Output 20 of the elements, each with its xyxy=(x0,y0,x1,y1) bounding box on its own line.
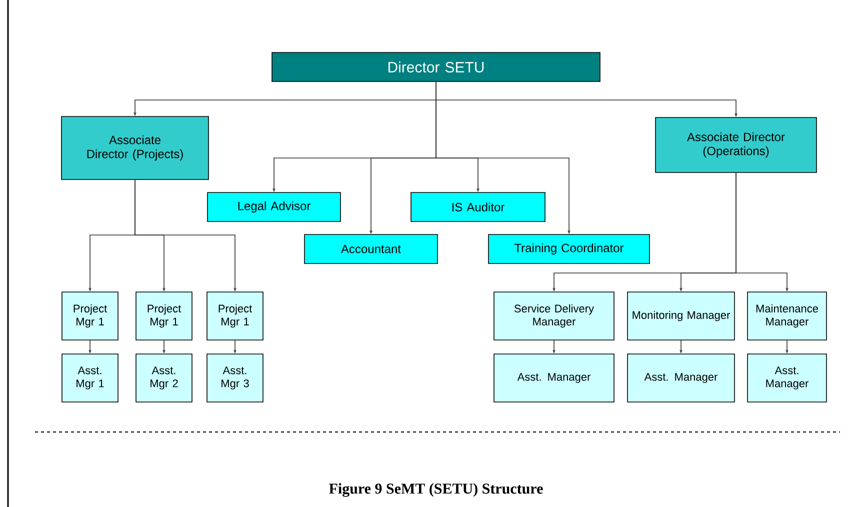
org-box: Associate Director (Projects) xyxy=(61,116,209,180)
org-box: Asst. Mgr 2 xyxy=(136,354,192,402)
org-box: Associate Director (Operations) xyxy=(655,117,817,173)
org-box: Training Coordinator xyxy=(488,234,650,264)
org-box: Project Mgr 1 xyxy=(206,292,264,340)
director-box: Director SETU xyxy=(272,52,600,82)
org-box: Asst. Mgr 3 xyxy=(206,354,264,402)
org-box: Maintenance Manager xyxy=(747,292,827,340)
org-box: Accountant xyxy=(304,234,438,264)
figure-caption: Figure 9 SeMT (SETU) Structure xyxy=(329,483,543,497)
org-box: Service Delivery Manager xyxy=(494,292,614,340)
org-box: Asst. Mgr 1 xyxy=(62,354,118,402)
org-box: Legal Advisor xyxy=(207,192,341,222)
org-box: Project Mgr 1 xyxy=(136,292,192,340)
org-box: Asst. Manager xyxy=(747,354,827,402)
org-box: Asst. Manager xyxy=(494,354,614,402)
org-box: IS Auditor xyxy=(410,192,546,222)
org-box: Asst. Manager xyxy=(627,354,735,402)
org-box: Project Mgr 1 xyxy=(62,292,118,340)
org-box: Monitoring Manager xyxy=(627,292,735,340)
